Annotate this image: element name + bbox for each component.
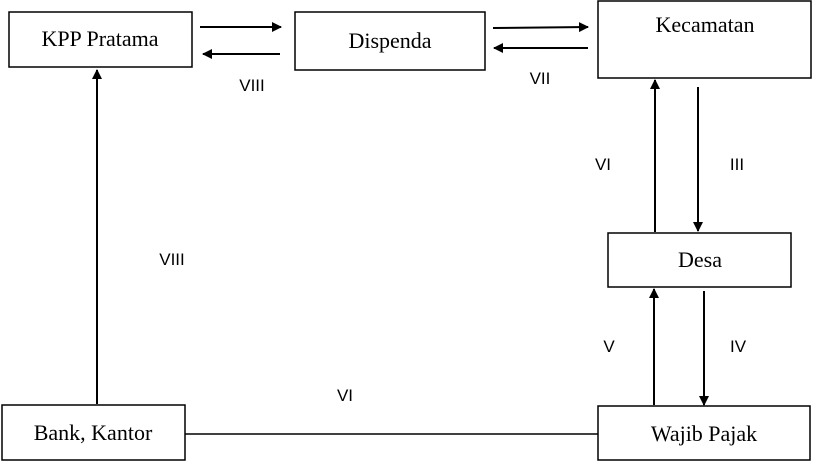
edge-label-kecamatan-desa: III (730, 155, 744, 174)
edge-label-bank-wajib: VI (337, 386, 353, 405)
node-kpp-pratama: KPP Pratama (8, 11, 193, 68)
node-wajib-pajak: Wajib Pajak (597, 405, 811, 461)
edge-label-dispenda-kecamatan: VII (530, 69, 551, 88)
node-desa: Desa (607, 232, 792, 288)
node-kpp-pratama-label: KPP Pratama (41, 26, 158, 51)
edge-label-kpp-dispenda: VIII (239, 76, 265, 95)
edge-label-desa-wajib: IV (730, 337, 747, 356)
node-wajib-pajak-label: Wajib Pajak (651, 421, 757, 446)
edge-label-wajib-desa: V (603, 337, 615, 356)
node-dispenda-label: Dispenda (348, 28, 431, 53)
node-dispenda: Dispenda (294, 11, 486, 71)
edge-label-bank-kpp: VIII (159, 250, 185, 269)
edge-label-desa-kecamatan: VI (595, 155, 611, 174)
node-desa-label: Desa (678, 247, 722, 272)
node-kecamatan: Kecamatan (597, 0, 812, 79)
node-kecamatan-label: Kecamatan (656, 12, 755, 37)
arrow-dispenda-to-kecamatan (492, 22, 589, 33)
node-bank-kantor: Bank, Kantor (1, 404, 186, 461)
node-bank-kantor-label: Bank, Kantor (34, 420, 153, 445)
